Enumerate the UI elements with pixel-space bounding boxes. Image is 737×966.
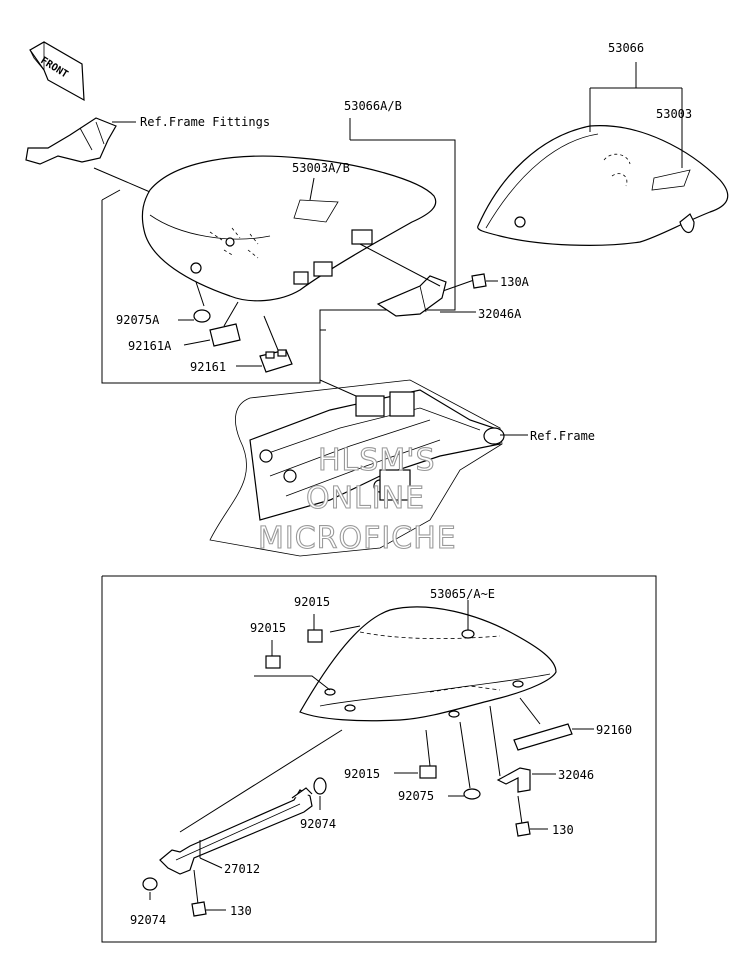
label-92074-left: 92074 [130, 913, 166, 927]
watermark-line3: MICROFICHE [258, 521, 457, 556]
label-27012: 27012 [224, 862, 260, 876]
label-92015-lower: 92015 [344, 767, 380, 781]
pad-92160 [513, 697, 594, 751]
label-92015-left: 92015 [250, 621, 286, 635]
label-53066ab: 53066A/B [344, 99, 402, 113]
label-ref-frame: Ref.Frame [530, 429, 595, 443]
label-92161: 92161 [190, 360, 226, 374]
frame-fittings-bracket [25, 117, 136, 165]
front-arrow-icon: FRONT [29, 41, 85, 102]
label-92074-right: 92074 [300, 817, 336, 831]
bolt-130a [439, 273, 498, 293]
label-32046a: 32046A [478, 307, 522, 321]
label-53066: 53066 [608, 41, 644, 55]
bolt-130-left [191, 869, 226, 917]
small-parts-upper [178, 281, 326, 373]
cap-92074-right [313, 777, 327, 810]
watermark-line2: ONLINE [306, 481, 425, 516]
watermark-line1: HLSM'S [318, 443, 436, 478]
bracket-32046 [489, 705, 556, 793]
clip-92015-left [265, 640, 281, 669]
label-92015-top: 92015 [294, 595, 330, 609]
rear-frame [209, 379, 528, 557]
label-130-left: 130 [230, 904, 252, 918]
rider-seat [141, 155, 437, 302]
cap-92074-left [142, 877, 158, 900]
cable-27012 [159, 729, 343, 875]
label-130-right: 130 [552, 823, 574, 837]
seat-box-outline [93, 118, 456, 384]
label-53065: 53065/A~E [430, 587, 495, 601]
label-92075: 92075 [398, 789, 434, 803]
label-32046: 32046 [558, 768, 594, 782]
bracket-32046a [376, 275, 476, 317]
passenger-seat-cover [477, 62, 729, 246]
clip-92015-lower [394, 729, 437, 779]
label-ref-frame-fittings: Ref.Frame Fittings [140, 115, 270, 129]
label-92160: 92160 [596, 723, 632, 737]
label-130a: 130A [500, 275, 530, 289]
label-92161a: 92161A [128, 339, 172, 353]
seat-cowl [299, 600, 557, 722]
label-53003: 53003 [656, 107, 692, 121]
watermark: HLSM'S ONLINE MICROFICHE [257, 442, 457, 556]
label-53003ab: 53003A/B [292, 161, 350, 175]
lower-box-outline [101, 575, 657, 943]
bolt-130-right [515, 795, 548, 837]
damper-92075 [448, 721, 481, 800]
label-92075a: 92075A [116, 313, 160, 327]
clip-92015-top [307, 614, 323, 643]
